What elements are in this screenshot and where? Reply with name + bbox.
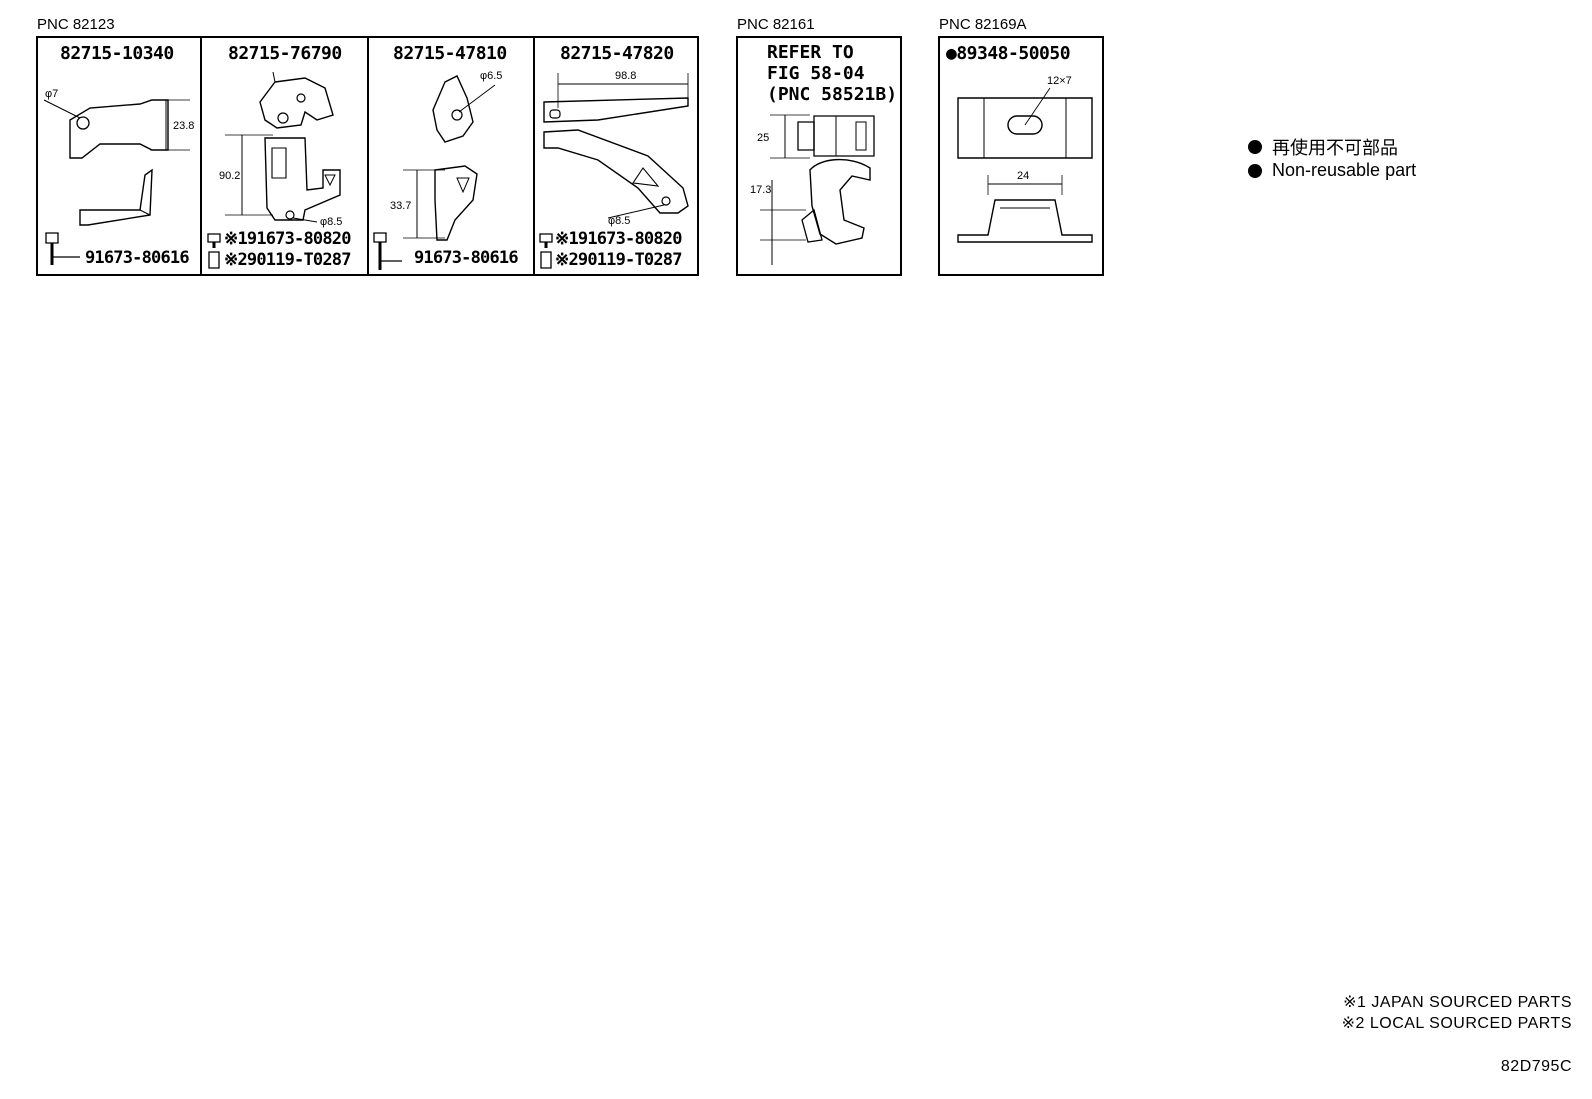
dimension-label: 17.3 — [750, 184, 772, 196]
bolt-part-number[interactable]: ※290119-T0287 — [555, 250, 682, 270]
diagram-code: 82D795C — [1500, 1058, 1572, 1075]
part-number[interactable]: ●89348-50050 — [946, 43, 1071, 64]
legend-text: Non-reusable part — [1272, 160, 1417, 180]
part-number[interactable]: 82715-10340 — [60, 43, 174, 64]
bolt-part-number[interactable]: ※191673-80820 — [555, 229, 682, 249]
dimension-label: 98.8 — [615, 70, 637, 82]
dimension-label: 23.8 — [173, 120, 195, 132]
pnc-82169a-panel — [938, 36, 1104, 276]
clip-illustration — [950, 70, 1100, 250]
dimension-label: φ7 — [45, 88, 59, 100]
filled-circle-icon — [1248, 140, 1262, 154]
bolt-icon — [372, 233, 402, 271]
footnote: ※1 JAPAN SOURCED PARTS — [1343, 994, 1572, 1011]
filled-circle-icon — [1248, 163, 1262, 178]
part-number[interactable]: 82715-47820 — [560, 43, 674, 64]
dimension-label: 90.2 — [219, 170, 241, 182]
dimension-label: 25 — [757, 132, 770, 144]
bracket-illustration — [205, 70, 365, 240]
legend-item-jp: 再使用不可部品 — [1248, 134, 1398, 160]
legend-item-en: Non-reusable part — [1248, 160, 1416, 181]
cell-divider — [367, 36, 369, 276]
dimension-label: φ8.5 — [608, 215, 631, 227]
legend-text: 再使用不可部品 — [1272, 138, 1398, 158]
dimension-label: 12×7 — [1047, 75, 1072, 87]
refer-note[interactable]: REFER TO FIG 58-04 (PNC 58521B) — [767, 42, 897, 105]
bolt-part-number[interactable]: 91673-80616 — [414, 248, 519, 268]
dimension-label: 33.7 — [390, 200, 412, 212]
pnc-label-82123: PNC 82123 — [37, 16, 115, 33]
part-number[interactable]: 82715-47810 — [393, 43, 507, 64]
part-number[interactable]: 82715-76790 — [228, 43, 342, 64]
bolt-part-number[interactable]: ※191673-80820 — [224, 229, 351, 249]
pnc-label-82169a: PNC 82169A — [939, 16, 1027, 33]
cell-divider — [533, 36, 535, 276]
cell-divider — [200, 36, 202, 276]
refer-line: FIG 58-04 — [767, 63, 865, 84]
clip-illustration — [740, 110, 900, 270]
dimension-label: 24 — [1017, 170, 1030, 182]
refer-line: (PNC 58521B) — [767, 84, 898, 105]
footnote: ※2 LOCAL SOURCED PARTS — [1341, 1015, 1572, 1032]
dimension-label: φ6.5 — [480, 70, 503, 82]
pnc-label-82161: PNC 82161 — [737, 16, 815, 33]
bracket-illustration — [40, 80, 200, 265]
bolt-icon — [205, 234, 223, 270]
bracket-illustration — [375, 70, 530, 250]
refer-line: REFER TO — [767, 42, 854, 63]
bolt-icon — [537, 234, 555, 270]
bolt-part-number[interactable]: ※290119-T0287 — [224, 250, 351, 270]
bolt-part-number[interactable]: 91673-80616 — [85, 248, 190, 268]
pnc-82161-panel — [736, 36, 902, 276]
bracket-illustration — [538, 68, 698, 233]
dimension-label: φ8.5 — [320, 216, 343, 228]
